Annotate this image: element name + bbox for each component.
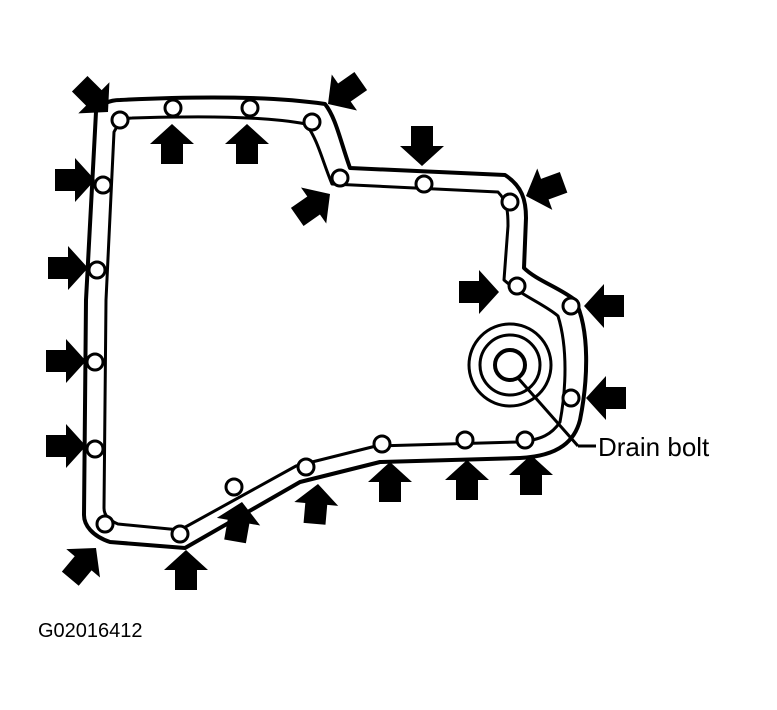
tightening-arrow-icon — [584, 284, 624, 328]
drain-bolt-icon — [467, 322, 553, 408]
drain-bolt-label: Drain bolt — [598, 432, 710, 462]
drain-bolt-leader-line — [516, 377, 580, 447]
tightening-arrow-icon — [55, 158, 95, 202]
bolt-hole-icon — [330, 168, 350, 188]
bolt-hole-icon — [85, 439, 105, 459]
tightening-arrow-icon — [53, 533, 113, 593]
bolt-hole-icon — [224, 477, 244, 497]
bolt-hole-icon — [110, 110, 130, 130]
tightening-arrow-icon — [164, 550, 208, 590]
bolt-hole-icon — [515, 430, 535, 450]
bolt-hole-icon — [93, 175, 113, 195]
bolt-hole-icon — [507, 276, 527, 296]
bolt-hole-icon — [302, 112, 322, 132]
tightening-arrow-icon — [225, 124, 269, 164]
tightening-arrows — [46, 63, 626, 593]
bolt-holes — [85, 98, 581, 544]
bolt-hole-icon — [561, 388, 581, 408]
tightening-arrow-icon — [509, 455, 553, 495]
bolt-hole-icon — [372, 434, 392, 454]
bolt-hole-icon — [87, 260, 107, 280]
tightening-arrow-icon — [400, 126, 444, 166]
bolt-hole-icon — [500, 192, 520, 212]
tightening-arrow-icon — [315, 63, 374, 123]
tightening-arrow-icon — [445, 460, 489, 500]
figure-code: G02016412 — [38, 620, 143, 642]
bolt-hole-icon — [85, 352, 105, 372]
tightening-arrow-icon — [586, 376, 626, 420]
bolt-hole-icon — [95, 514, 115, 534]
bolt-hole-icon — [296, 457, 316, 477]
tightening-arrow-icon — [46, 424, 86, 468]
bolt-hole-icon — [561, 296, 581, 316]
bolt-hole-icon — [240, 98, 260, 118]
tightening-arrow-icon — [46, 339, 86, 383]
tightening-arrow-icon — [48, 246, 88, 290]
tightening-arrow-icon — [459, 270, 499, 314]
tightening-arrow-icon — [292, 482, 340, 526]
bolt-hole-icon — [163, 98, 183, 118]
tightening-arrow-icon — [368, 462, 412, 502]
bolt-hole-icon — [170, 524, 190, 544]
tightening-arrow-icon — [150, 124, 194, 164]
bolt-hole-icon — [414, 174, 434, 194]
bolt-hole-icon — [455, 430, 475, 450]
